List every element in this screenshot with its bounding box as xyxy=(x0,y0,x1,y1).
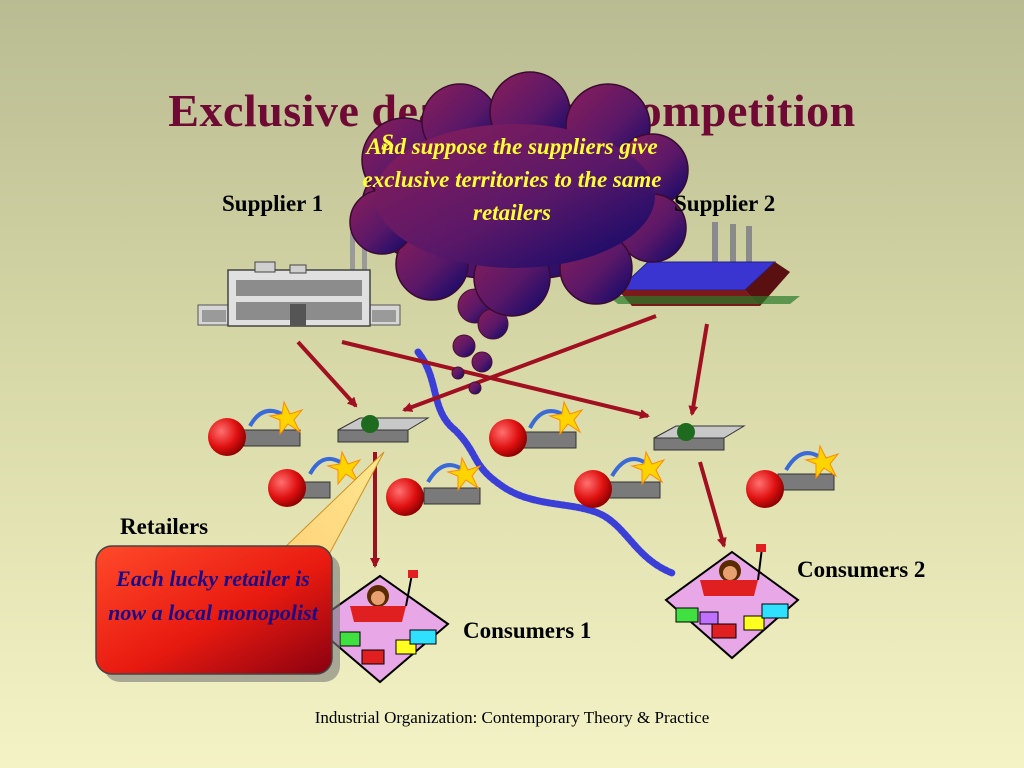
retailers-label: Retailers xyxy=(120,514,209,539)
retailer-store-icon xyxy=(337,415,430,443)
bombed-retailer-icon xyxy=(386,456,482,516)
supplier-2-label: Supplier 2 xyxy=(674,191,776,216)
consumers-1-label: Consumers 1 xyxy=(463,618,592,643)
callout-tail xyxy=(278,451,385,561)
consumers-1-icon xyxy=(310,570,450,684)
slide-footer: Industrial Organization: Contemporary Th… xyxy=(314,708,710,727)
bombed-retailer-icon xyxy=(208,400,304,456)
thought-cloud xyxy=(349,71,689,317)
supplier-1-factory-icon xyxy=(197,232,401,327)
thought-bubble-text: And suppose the suppliers give exclusive… xyxy=(362,134,662,225)
supplier-2-factory-icon xyxy=(608,222,800,306)
supplier-1-label: Supplier 1 xyxy=(222,191,324,216)
retailer-store-icon xyxy=(653,423,746,451)
river xyxy=(414,348,676,577)
callout-text: Each lucky retailer is now a local monop… xyxy=(108,566,318,625)
bombed-retailer-icon xyxy=(746,444,840,508)
consumers-2-label: Consumers 2 xyxy=(797,557,926,582)
consumers-2-icon xyxy=(664,544,800,660)
bombed-retailer-icon xyxy=(268,450,362,507)
bombed-retailer-icon xyxy=(574,450,666,508)
callout-box xyxy=(95,545,340,682)
bombed-retailer-icon xyxy=(489,400,584,457)
thought-cutoff-letter: S xyxy=(381,130,394,155)
